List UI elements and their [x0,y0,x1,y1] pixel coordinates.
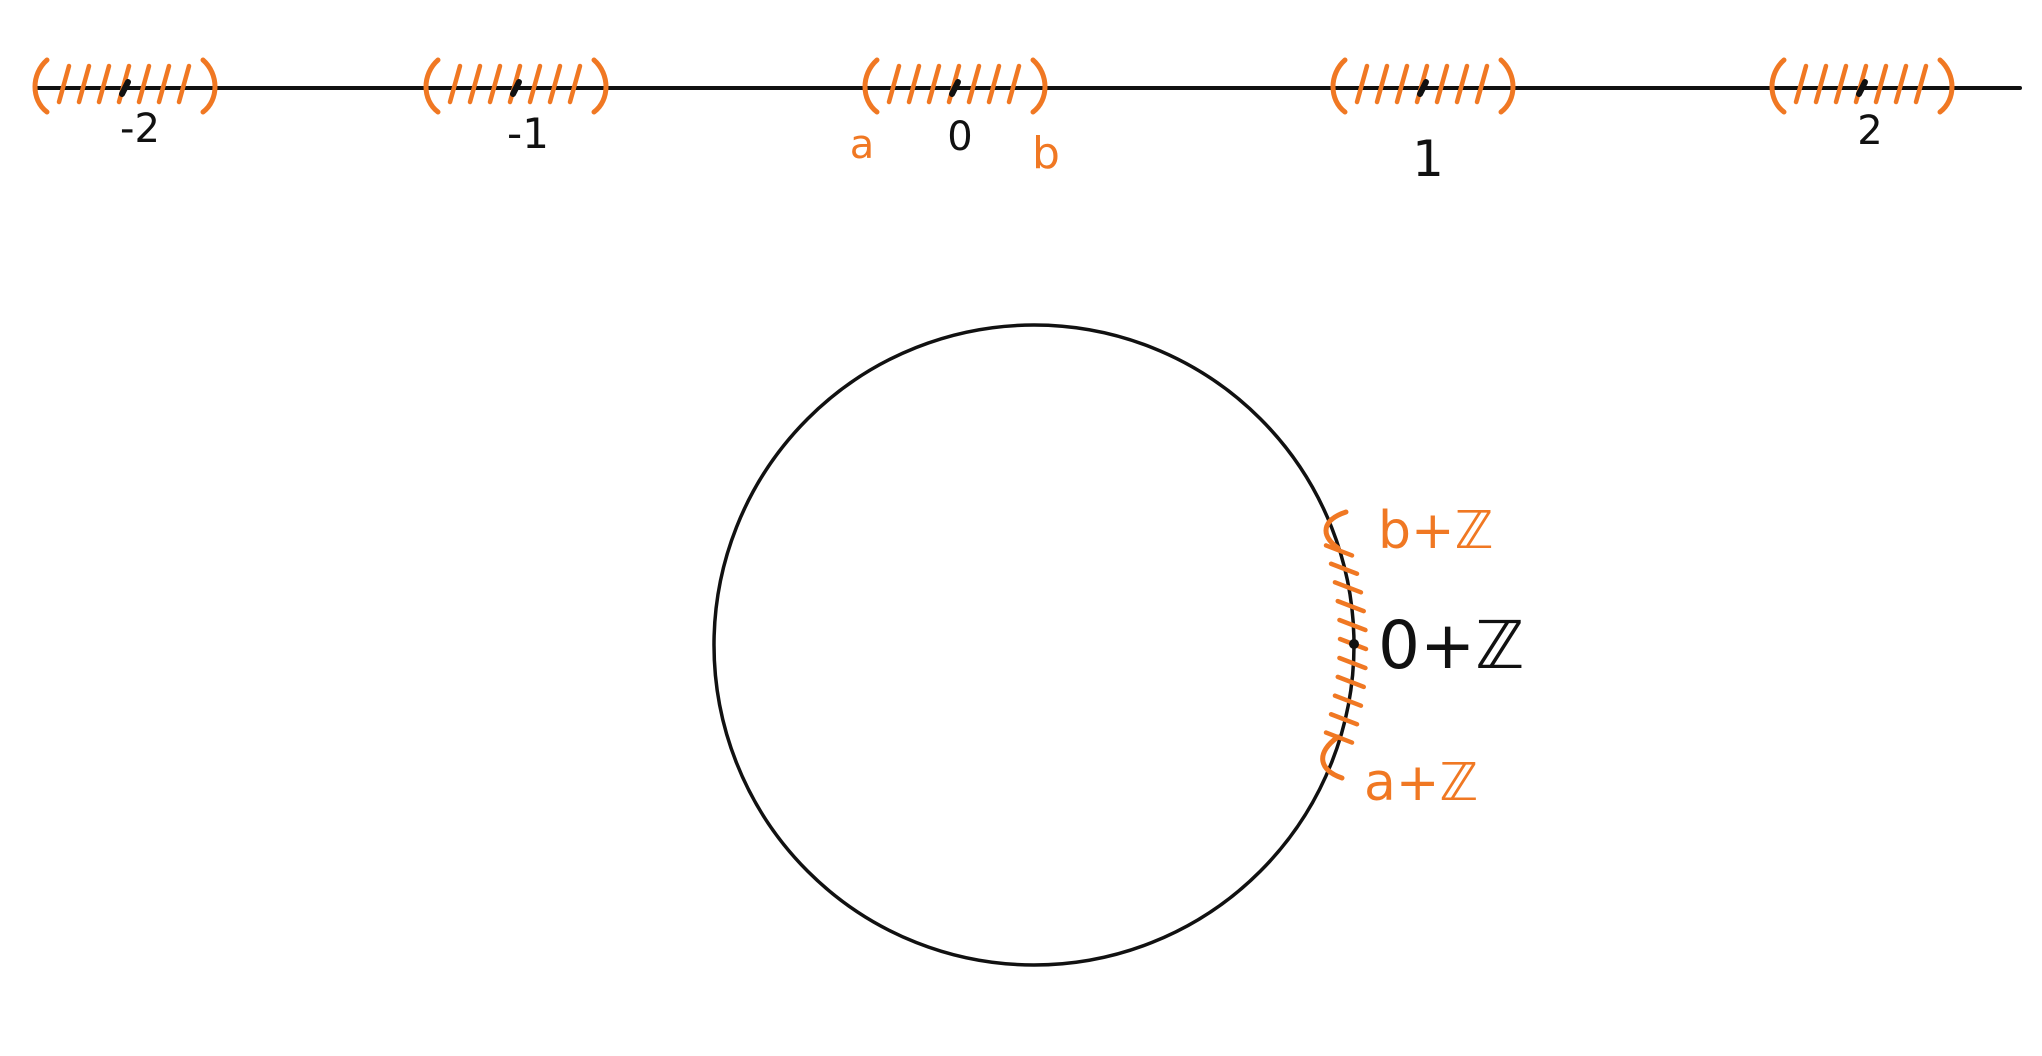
integer-point [949,79,961,97]
arc-hatch [1323,730,1355,745]
label-a-plus-z: a+ℤ [1364,753,1478,813]
hatch-mark [1434,63,1450,105]
hatch-mark [966,63,982,105]
arc-lower-bracket [1320,734,1345,781]
hatch-mark [886,63,902,105]
arc-hatch [1337,617,1368,633]
integer-point [1417,79,1429,97]
hatch-mark [76,63,92,105]
integer-point [1856,79,1868,97]
real-number-line: -2 -1 0 1 2 a b [32,57,2022,188]
tick-label: -2 [120,106,160,152]
hatch-mark [1793,63,1809,105]
hatch-mark [1913,63,1929,105]
tick-label: 0 [947,114,972,160]
hatch-mark [547,63,563,105]
neighborhood-1 [1330,57,1516,115]
tick-label: 1 [1412,130,1444,188]
tick-label: 2 [1857,108,1882,154]
hatch-mark [1474,63,1490,105]
label-zero-plus-z: 0+ℤ [1378,607,1524,684]
hatch-mark [1813,63,1829,105]
circle-outline [712,323,1356,967]
left-paren [32,57,50,115]
arc-hatch [1328,561,1360,577]
hatch-mark [1833,63,1849,105]
hatch-mark [906,63,922,105]
integer-point [119,79,131,97]
hatch-mark [527,63,543,105]
hatch-mark [447,63,463,105]
circle-quotient: b+ℤ 0+ℤ a+ℤ [712,323,1524,967]
hatch-mark [176,63,192,105]
hatch-mark [1394,63,1410,105]
hatch-mark [56,63,72,105]
arc-upper-bracket [1323,509,1349,551]
right-paren [591,57,609,115]
left-paren [1330,57,1348,115]
endpoint-label-b: b [1032,128,1060,179]
hatch-mark [96,63,112,105]
arc-hatch-marks [1323,543,1369,745]
hatch-mark [1354,63,1370,105]
tick-label: -1 [507,109,549,158]
integer-neighborhoods [32,57,1955,115]
right-paren [1937,57,1955,115]
arc-neighborhood [1320,509,1369,781]
right-paren [200,57,218,115]
hatch-mark [1454,63,1470,105]
integer-tick-labels: -2 -1 0 1 2 [120,106,1883,188]
hatch-mark [467,63,483,105]
arc-hatch [1337,655,1368,671]
hatch-mark [156,63,172,105]
hatch-mark [1374,63,1390,105]
hatch-mark [487,63,503,105]
neighborhood-2 [1769,57,1955,115]
zero-point [1349,639,1359,649]
neighborhood--2 [32,57,218,115]
hatch-mark [567,63,583,105]
neighborhood-0 [862,57,1048,115]
hatch-mark [926,63,942,105]
arc-hatch [1335,598,1366,614]
arc-hatch [1328,711,1360,727]
arc-hatch [1332,693,1364,708]
integer-point [510,79,522,97]
arc-hatch [1332,580,1364,595]
right-paren [1498,57,1516,115]
neighborhood--1 [423,57,609,115]
left-paren [1769,57,1787,115]
label-b-plus-z: b+ℤ [1378,501,1493,561]
hatch-mark [1873,63,1889,105]
hatch-mark [986,63,1002,105]
hatch-mark [1893,63,1909,105]
right-paren [1030,57,1048,115]
arc-hatch [1335,674,1366,690]
hatch-mark [136,63,152,105]
left-paren [862,57,880,115]
endpoint-label-a: a [850,122,875,168]
arc-hatch [1323,543,1355,558]
hatch-mark [1006,63,1022,105]
left-paren [423,57,441,115]
